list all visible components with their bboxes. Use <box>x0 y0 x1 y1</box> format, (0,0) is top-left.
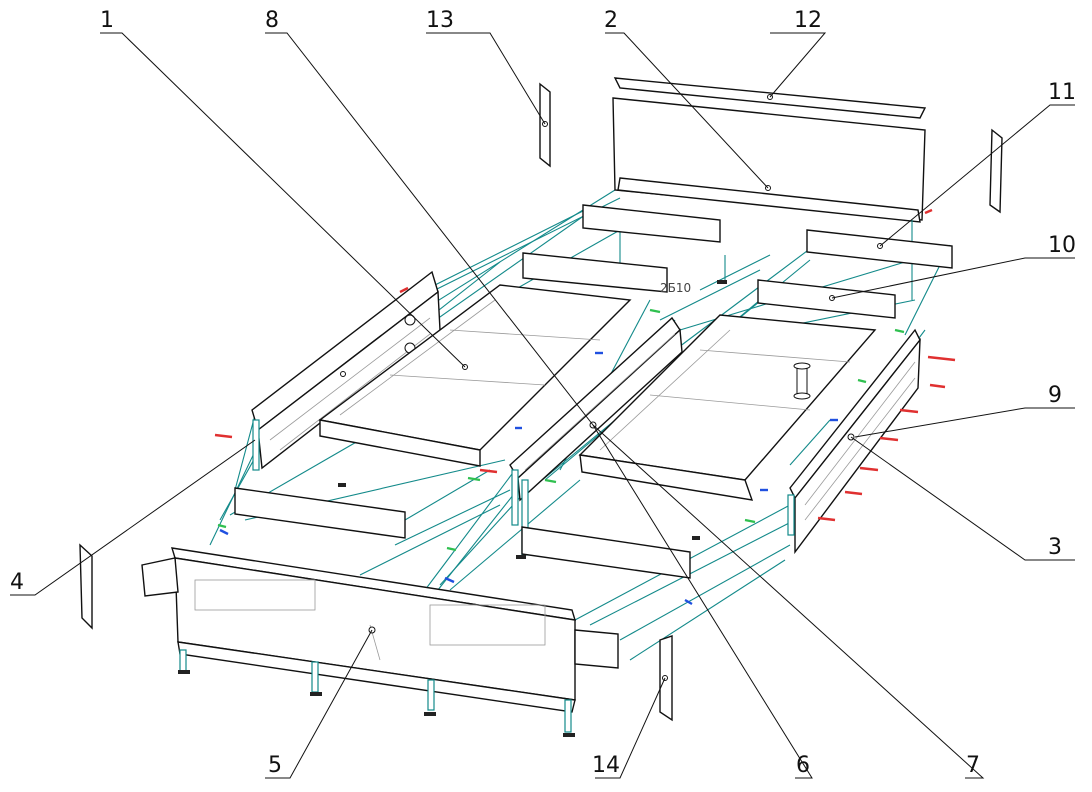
part-annotation: 2Б10 <box>660 281 691 295</box>
rail-left-back <box>582 204 721 243</box>
screw-blue-mark <box>444 576 455 584</box>
base-board-right-edge <box>579 454 754 501</box>
rail-middle-back <box>522 252 668 293</box>
callout-5: 5 <box>268 753 282 778</box>
callout-6: 6 <box>796 753 810 778</box>
screw-blue-mark <box>684 598 693 606</box>
screw-green-mark <box>744 518 756 524</box>
screw-red-mark <box>879 436 899 442</box>
screw-green-mark <box>894 328 905 334</box>
screw-red-mark <box>924 208 933 215</box>
callout-12: 12 <box>794 8 822 33</box>
back-rails <box>522 204 953 319</box>
screw-green-mark <box>544 478 557 484</box>
screw-green-mark <box>649 308 661 314</box>
screw-red-mark <box>929 383 946 389</box>
screw-red-mark <box>844 490 863 496</box>
screw-red-mark <box>399 286 409 294</box>
screw-red-mark <box>479 468 498 474</box>
callout-11: 11 <box>1048 80 1076 105</box>
leader-lines <box>10 32 1075 779</box>
left-side-rail <box>251 270 441 471</box>
middle-beam <box>509 316 683 559</box>
screw-green-mark <box>467 476 481 482</box>
screw-red-mark <box>817 516 836 522</box>
callout-1: 1 <box>100 8 114 33</box>
screw-red-mark <box>214 433 233 439</box>
callout-7: 7 <box>966 753 980 778</box>
screw-red-mark <box>927 355 956 362</box>
panel-right-edge <box>989 128 1003 214</box>
callout-2: 2 <box>604 8 618 33</box>
footboard-end-right <box>574 629 619 669</box>
callout-numbers: 1 2 3 4 5 6 7 8 9 10 11 12 13 14 2Б10 <box>10 8 1076 778</box>
right-side-rail <box>787 328 921 555</box>
callout-4: 4 <box>10 570 24 595</box>
headboard-group <box>612 77 927 300</box>
footboard <box>141 547 619 737</box>
headboard-lower-rail <box>617 177 921 223</box>
right-slat-base <box>578 314 877 501</box>
rail-lower-right <box>521 526 691 579</box>
rail-lower-left <box>234 487 406 539</box>
callout-8: 8 <box>265 8 279 33</box>
center-beam-face <box>517 328 683 502</box>
loose-panels <box>79 82 1003 722</box>
panel-left-edge <box>79 543 93 630</box>
left-slat-base <box>318 284 632 467</box>
screw-green-mark <box>446 546 457 552</box>
callout-14: 14 <box>592 753 620 778</box>
screw-red-mark <box>859 466 879 472</box>
rail-10 <box>757 279 896 319</box>
side-rail-right-face <box>794 337 921 555</box>
callout-3: 3 <box>1048 535 1062 560</box>
footboard-end-left <box>141 557 179 597</box>
callout-10: 10 <box>1048 233 1076 258</box>
screw-green-mark <box>857 378 867 384</box>
callout-9: 9 <box>1048 383 1062 408</box>
screw-blue-mark <box>219 528 229 536</box>
screws <box>214 208 956 606</box>
callout-13: 13 <box>426 8 454 33</box>
lower-rails <box>234 483 700 579</box>
footboard-base <box>177 641 576 713</box>
screw-red-mark <box>899 408 919 414</box>
screw-green-mark <box>217 523 227 529</box>
base-board-left-edge <box>319 419 481 467</box>
rail-11 <box>806 229 953 269</box>
